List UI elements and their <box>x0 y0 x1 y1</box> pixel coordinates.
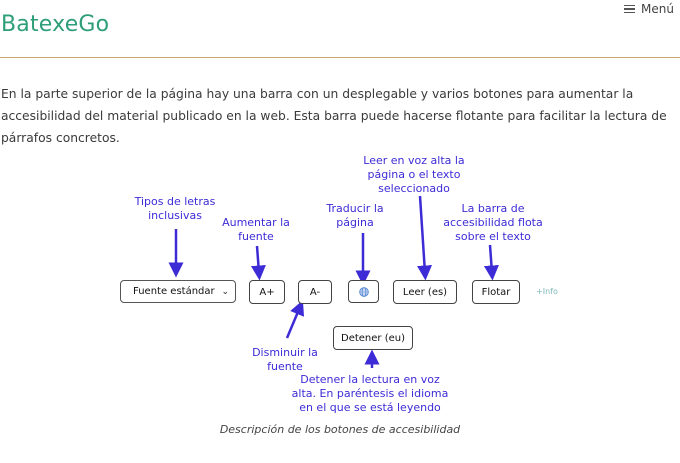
arrow-read <box>417 195 432 281</box>
read-aloud-button[interactable]: Leer (es) <box>393 280 457 304</box>
hamburger-icon <box>624 4 636 14</box>
font-select[interactable]: Fuente estándar ⌄ <box>120 280 236 303</box>
translate-button[interactable] <box>348 280 379 303</box>
globe-icon <box>358 286 369 297</box>
annotation-float: La barra de accesibilidad flota sobre el… <box>443 202 543 243</box>
intro-paragraph: En la parte superior de la página hay un… <box>1 87 667 145</box>
float-toolbar-button[interactable]: Flotar <box>472 280 520 304</box>
annotation-read: Leer en voz alta la página o el texto se… <box>363 154 465 195</box>
annotation-decrease: Disminuir la fuente <box>252 346 318 373</box>
arrow-float <box>483 244 499 281</box>
annotation-fonts: Tipos de letras inclusivas <box>134 195 216 222</box>
annotation-stop: Detener la lectura en voz alta. En parén… <box>291 373 449 414</box>
figure-caption: Descripción de los botones de accesibili… <box>219 423 461 436</box>
site-logo[interactable]: BatexeGo <box>1 12 110 37</box>
font-select-value: Fuente estándar <box>133 286 215 297</box>
annotation-increase: Aumentar la fuente <box>222 216 290 243</box>
menu-button[interactable]: Menú <box>624 2 674 16</box>
arrow-increase <box>250 245 266 281</box>
chevron-down-icon: ⌄ <box>221 286 229 297</box>
stop-reading-button[interactable]: Detener (eu) <box>333 326 413 350</box>
annotation-translate: Traducir la página <box>326 202 384 229</box>
more-info-link[interactable]: +Info <box>536 287 558 296</box>
arrow-decrease <box>285 300 305 339</box>
menu-label: Menú <box>641 2 674 16</box>
header-divider <box>0 57 680 58</box>
increase-font-button[interactable]: A+ <box>249 280 285 304</box>
decrease-font-button[interactable]: A- <box>298 280 332 304</box>
